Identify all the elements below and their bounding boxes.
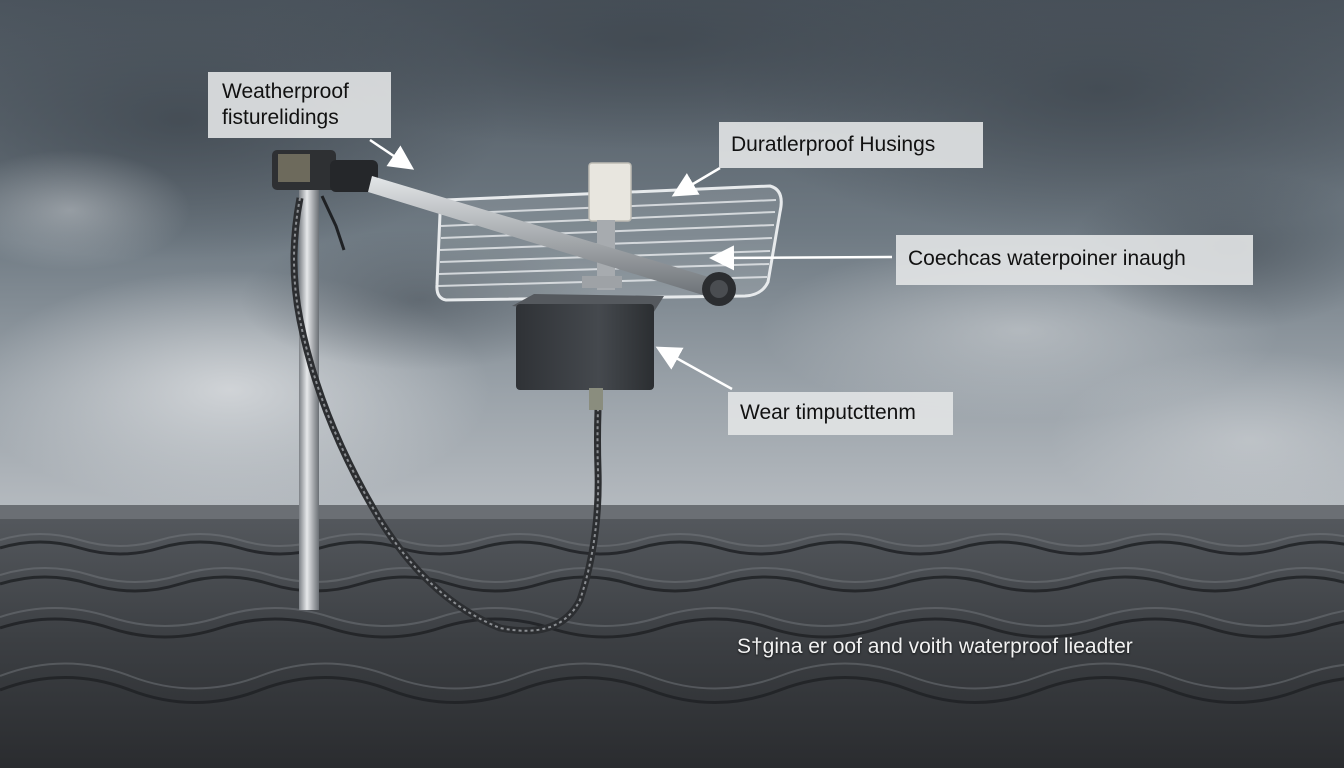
coaxial-cable-left-highlight [293, 197, 600, 632]
label-weatherproof-fixtures: Weatherproof fisturelidings [208, 72, 391, 138]
tile-highlights [0, 533, 1344, 690]
label-wear-protection: Wear timputcttenm [728, 392, 953, 435]
roof-tiles [0, 512, 1344, 768]
arrow-wear [655, 346, 733, 391]
cloud-dark [250, 0, 1050, 150]
label-line: fisturelidings [222, 106, 339, 129]
arm-end-cap-ring [710, 280, 728, 298]
antenna-arm [368, 176, 712, 296]
clamp-joint [330, 160, 378, 192]
drip-wire [320, 195, 346, 251]
cloud-light [0, 150, 190, 270]
image-caption: S†gina er oof and voith waterproof liead… [737, 635, 1133, 658]
box-connector [589, 388, 603, 410]
label-durable-housings: Duratlerproof Husings [719, 122, 983, 168]
arrow-housings [671, 166, 721, 197]
clamp-top [278, 154, 310, 182]
arrow-fixtures [369, 138, 415, 170]
cloud-light [1050, 350, 1344, 530]
cloud-dark [240, 230, 600, 370]
weatherproof-housing-box [516, 304, 654, 390]
arrow-connector [709, 245, 893, 271]
label-line: Weatherproof [222, 80, 349, 103]
antenna-mast [299, 190, 319, 610]
tile-rows [0, 540, 1344, 704]
grid-bracket [582, 276, 622, 288]
signal-module [588, 162, 632, 222]
roof-ridge [0, 505, 1344, 519]
label-coaxial-connector: Coechcas waterpoiner inaugh [896, 235, 1253, 285]
